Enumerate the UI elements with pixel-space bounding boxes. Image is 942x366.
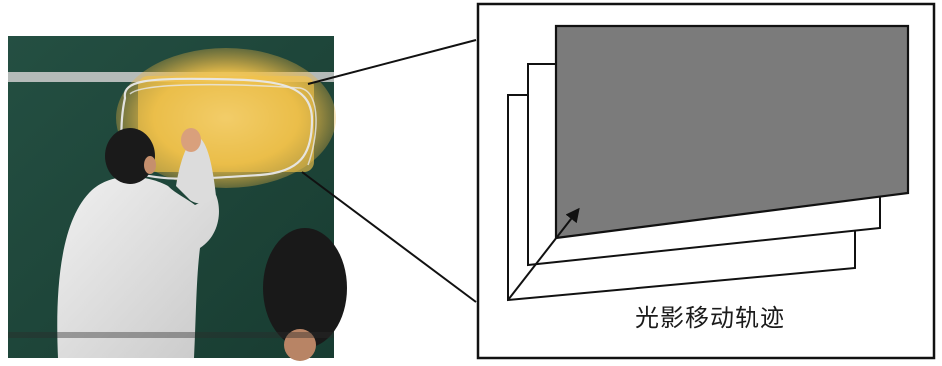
trajectory-stack (508, 26, 908, 300)
trajectory-label: 光影移动轨迹 (635, 298, 835, 333)
classroom-photo (8, 36, 347, 361)
